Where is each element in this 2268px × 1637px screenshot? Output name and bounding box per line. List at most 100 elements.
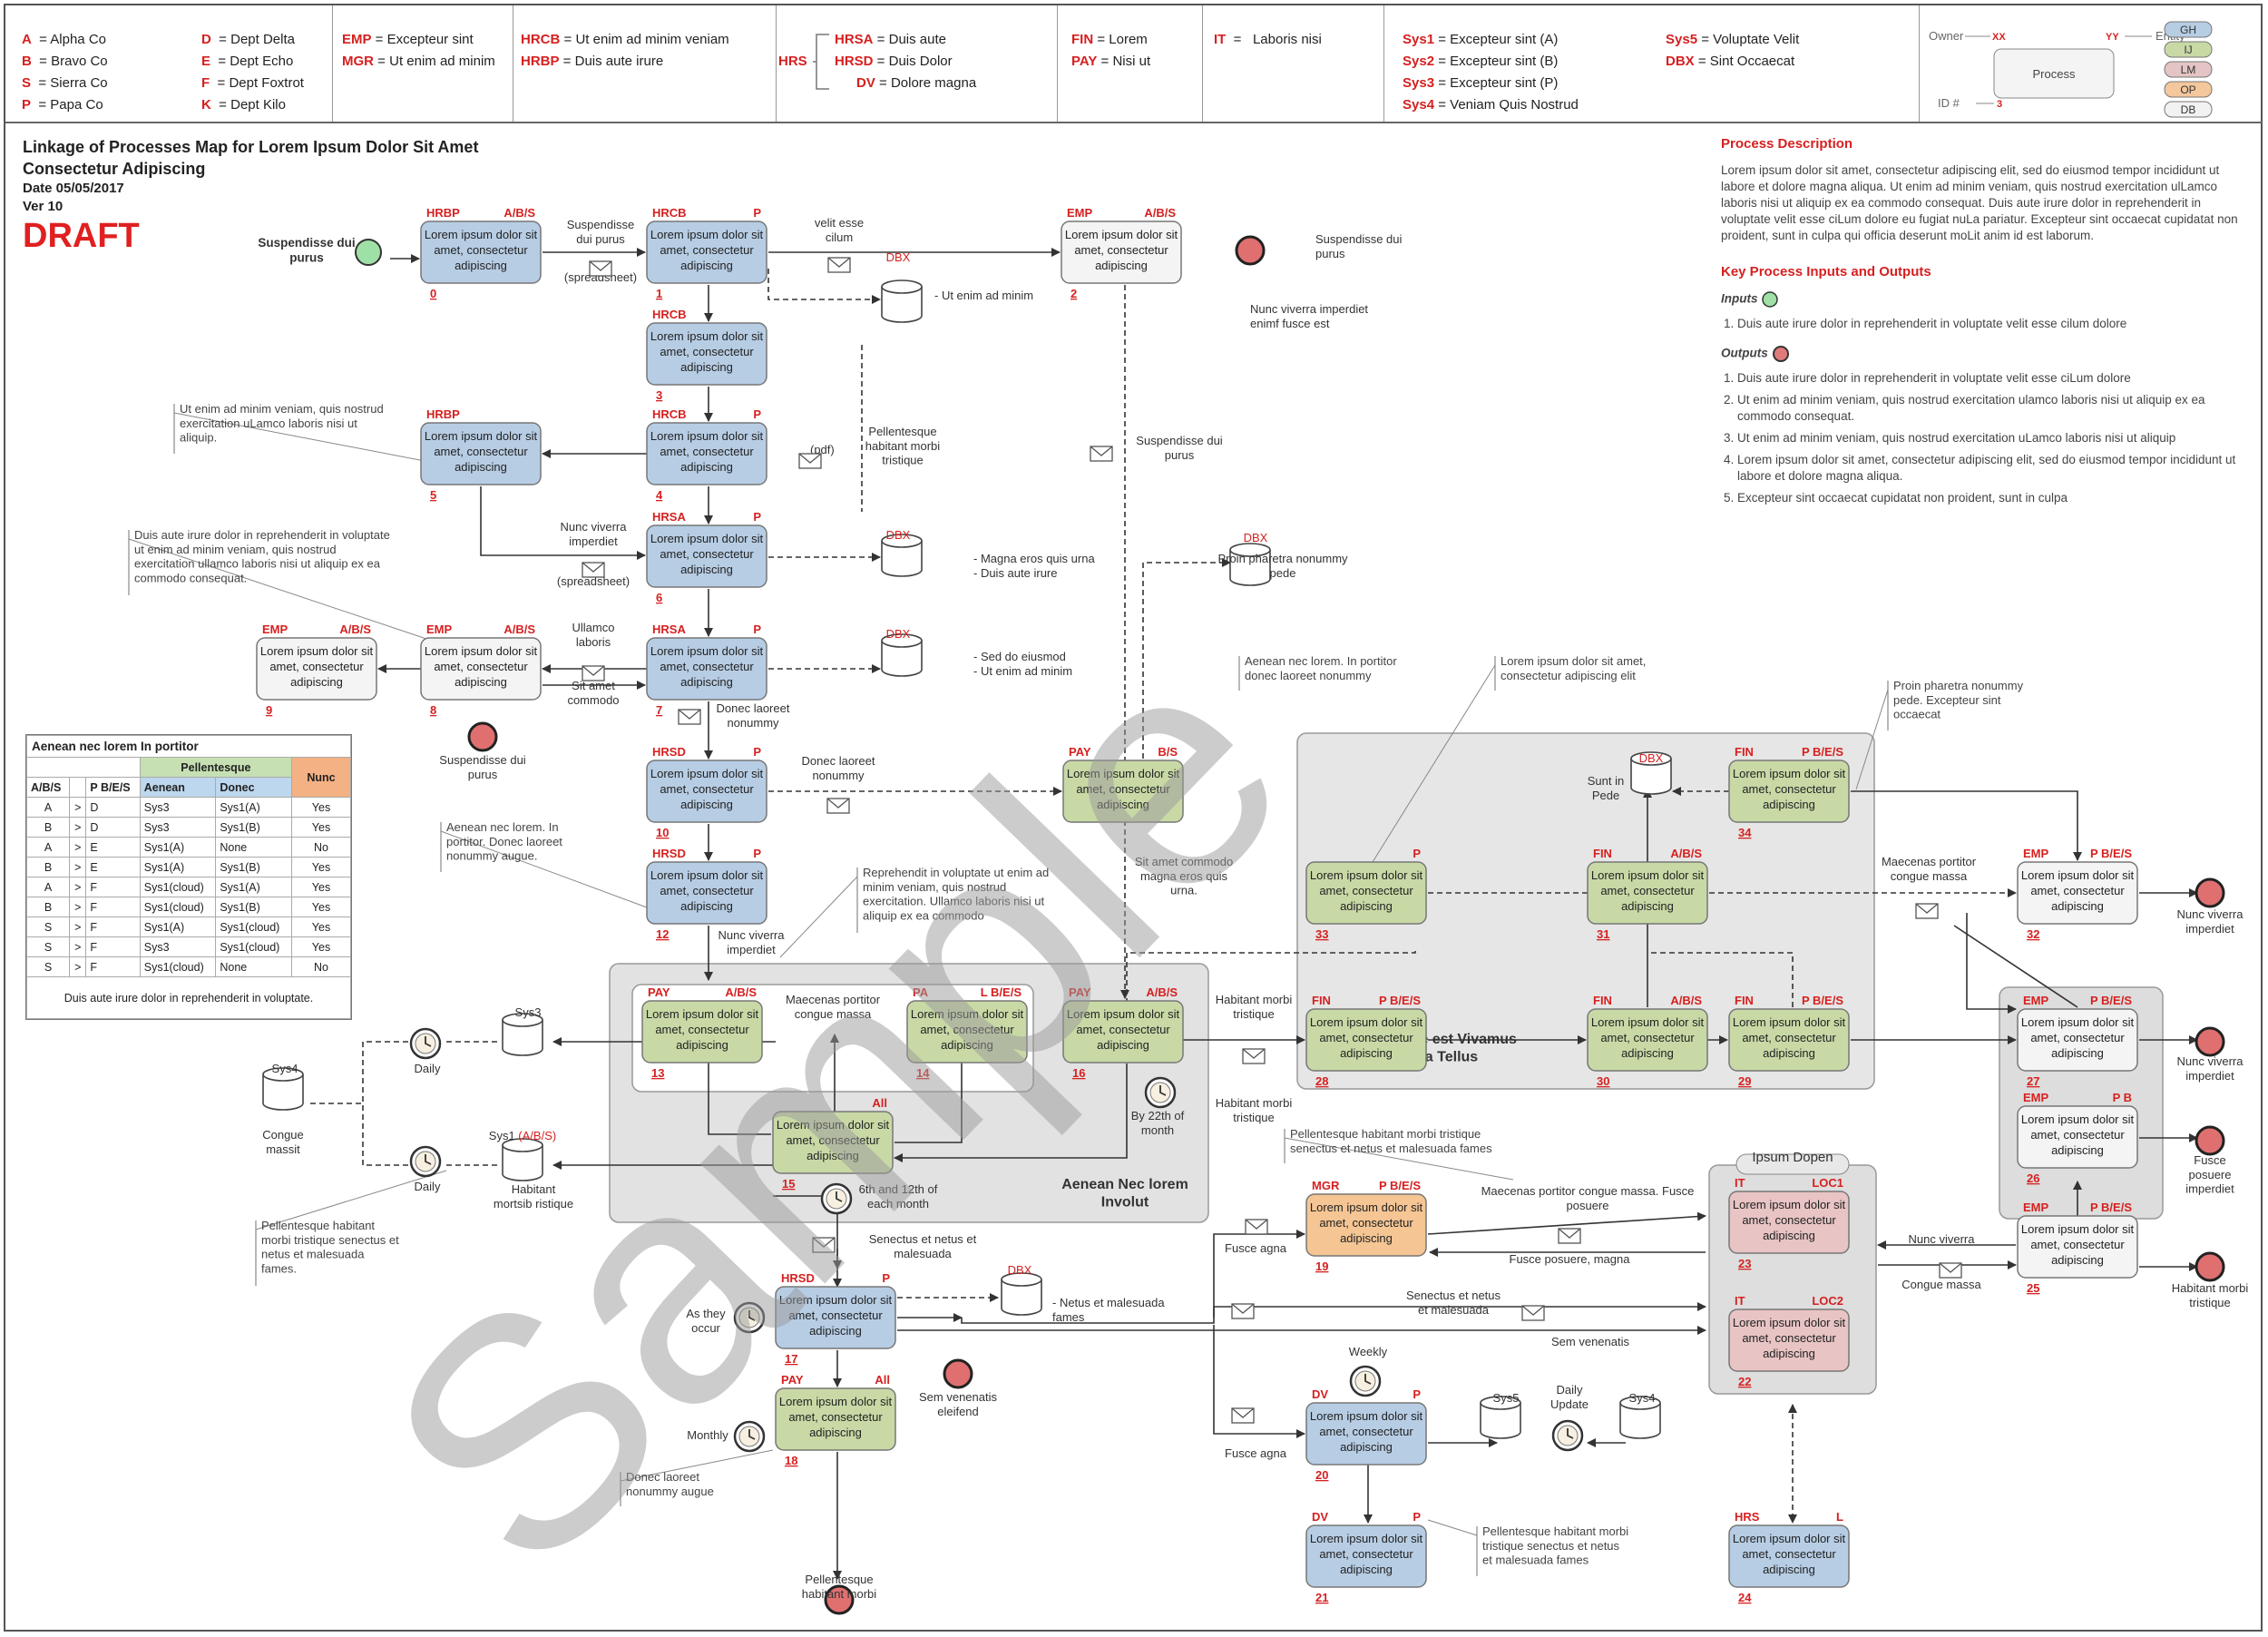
process-id: 28 [1315,1074,1328,1088]
database-label: Sys4 [1629,1391,1656,1405]
process-id: 29 [1738,1074,1751,1088]
process-id: 26 [2027,1171,2039,1185]
outputs-list: Duis aute irure dolor in reprehenderit i… [1721,370,2247,506]
process-id: 6 [656,591,662,604]
database-label: DBX [1008,1263,1032,1277]
database-icon: DBX [1630,751,1672,795]
process-entity: A/B/S [339,622,371,636]
process-rect [2017,1105,2138,1169]
process-rect [1305,861,1427,925]
process-rect [1062,760,1184,823]
process-id: 27 [2027,1074,2039,1088]
process-rect [1728,760,1850,823]
output-item: Ut enim ad minim veniam, quis nostrud ex… [1737,392,2247,425]
legend-entry: F = Dept Foxtrot [201,75,304,91]
process-rect [646,221,767,284]
key-process-box [1993,48,2115,99]
process-entity: LOC1 [1812,1176,1843,1190]
envelope-icon [1090,446,1113,462]
envelope-icon [798,453,822,469]
process-owner: PAY [1069,745,1091,759]
page-title: Linkage of Processes Map for Lorem Ipsum… [23,138,479,156]
process-entity: A/B/S [1670,994,1702,1007]
callout-leader [1372,664,1496,863]
table-group-header: Pellentesque [139,757,293,778]
swatch-lm: LM [2164,61,2213,78]
process-rect [641,1000,763,1064]
process-id: 14 [916,1066,930,1080]
output-item: Excepteur sint occaecat cupidatat non pr… [1737,490,2247,506]
process-owner: HRSD [652,745,686,759]
process-rect [646,422,767,485]
process-entity: A/B/S [503,206,535,220]
process-rect [646,637,767,701]
process-rect [420,422,542,485]
table-cell: > [69,877,87,897]
end-event-circle [467,721,498,752]
svg-text:GH: GH [2180,24,2196,36]
legend-group-roles: EMP = Excepteur sint MGR = Ut enim ad mi… [332,5,513,122]
swatch-ij: IJ [2164,41,2213,58]
process-owner: HRSA [652,622,686,636]
legend-entry: FIN = Lorem [1071,32,1148,47]
end-event-circle [2195,1026,2225,1057]
clock-label: Daily [415,1180,441,1193]
clock-label: Weekly [1349,1345,1388,1358]
process-owner: DV [1312,1387,1328,1401]
connector [961,1230,1305,1324]
table-cell: Sys1(cloud) [139,877,217,897]
key-process-label: Process [2033,67,2076,81]
swatch-db: DB [2164,101,2213,118]
process-rect [646,760,767,823]
table-cell: D [85,817,141,838]
flow-label: Fusce posuere, magna [1510,1252,1631,1266]
callout: Duis aute irure dolor in reprehenderit i… [128,528,433,642]
legend-group-systems-2: Sys5 = Voluptate Velit DBX = Sint Occaec… [1657,5,1920,122]
process-id: 2 [1070,287,1077,300]
process-id: 0 [430,287,436,300]
page-version: Ver 10 [23,199,64,214]
database-icon: DBX [881,627,923,677]
database-label: DBX [886,528,911,542]
callout-text: Lorem ipsum dolor sit amet,consectetur a… [1501,654,1646,682]
process-id: 22 [1738,1375,1751,1388]
table-footer: Duis aute irure dolor in reprehenderit i… [26,976,351,1019]
connector [1142,558,1231,759]
svg-text:OP: OP [2180,83,2195,96]
